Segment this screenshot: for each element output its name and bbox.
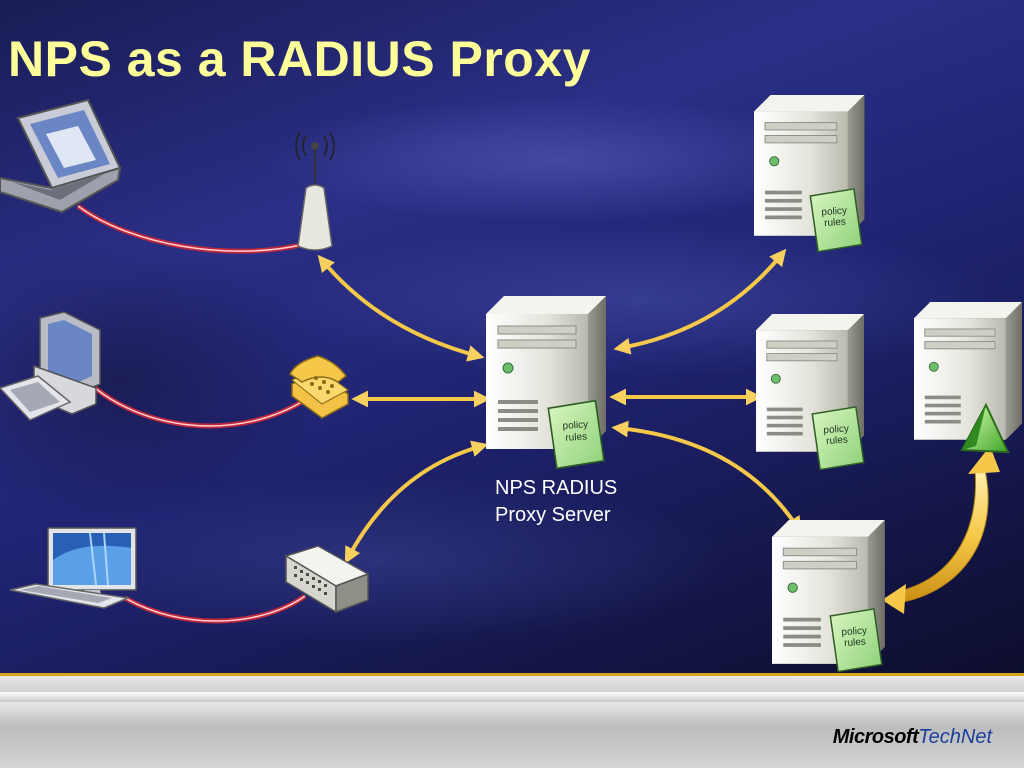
- wireless-access-point-icon: [295, 131, 335, 251]
- network-switch-icon: [284, 545, 370, 614]
- caption-line-2: Proxy Server: [495, 504, 611, 526]
- svg-text:rules: rules: [826, 435, 848, 447]
- arrow-switch-proxy: [344, 440, 489, 564]
- policy-rules-icon: policy rules: [811, 405, 865, 471]
- arrow-proxy-bottom-server: [611, 420, 802, 534]
- footer-rule: [0, 673, 1024, 676]
- proxy-server-caption: NPS RADIUS Proxy Server: [495, 475, 655, 529]
- policy-rules-icon: policy rules: [809, 187, 863, 253]
- flat-screen-pc-icon: [9, 527, 137, 609]
- policy-rules-icon: policy rules: [829, 607, 883, 673]
- svg-text:policy: policy: [821, 205, 847, 218]
- desktop-pc-icon: [0, 311, 101, 421]
- laptop-icon: [0, 98, 122, 214]
- svg-text:rules: rules: [824, 217, 846, 229]
- svg-text:policy: policy: [841, 625, 867, 638]
- arrow-bottom-to-right-server: [889, 467, 989, 605]
- footer-band: [0, 692, 1024, 702]
- telephone-icon: [289, 355, 349, 419]
- policy-rules-icon: policy rules: [547, 399, 606, 470]
- remote-radius-server-right: [913, 301, 1023, 441]
- link-laptop-to-ap: [76, 203, 306, 254]
- diagram: policy rules policy rules policy rules p…: [0, 94, 1023, 673]
- triangle-icon: [960, 402, 1010, 454]
- footer: MicrosoftTechNet: [0, 676, 1024, 768]
- caption-line-1: NPS RADIUS: [495, 477, 618, 499]
- logo-brand: Microsoft: [832, 726, 919, 748]
- slide-title: NPS as a RADIUS Proxy: [8, 31, 591, 87]
- link-pc-to-switch: [123, 593, 307, 624]
- svg-text:policy: policy: [562, 419, 588, 432]
- logo-product: TechNet: [918, 726, 992, 748]
- svg-text:policy: policy: [823, 423, 849, 436]
- arrow-ap-proxy: [317, 254, 485, 362]
- arrow-proxy-top-server: [613, 248, 787, 355]
- microsoft-technet-logo: MicrosoftTechNet: [833, 726, 992, 749]
- svg-text:rules: rules: [565, 431, 587, 443]
- svg-text:rules: rules: [844, 637, 866, 649]
